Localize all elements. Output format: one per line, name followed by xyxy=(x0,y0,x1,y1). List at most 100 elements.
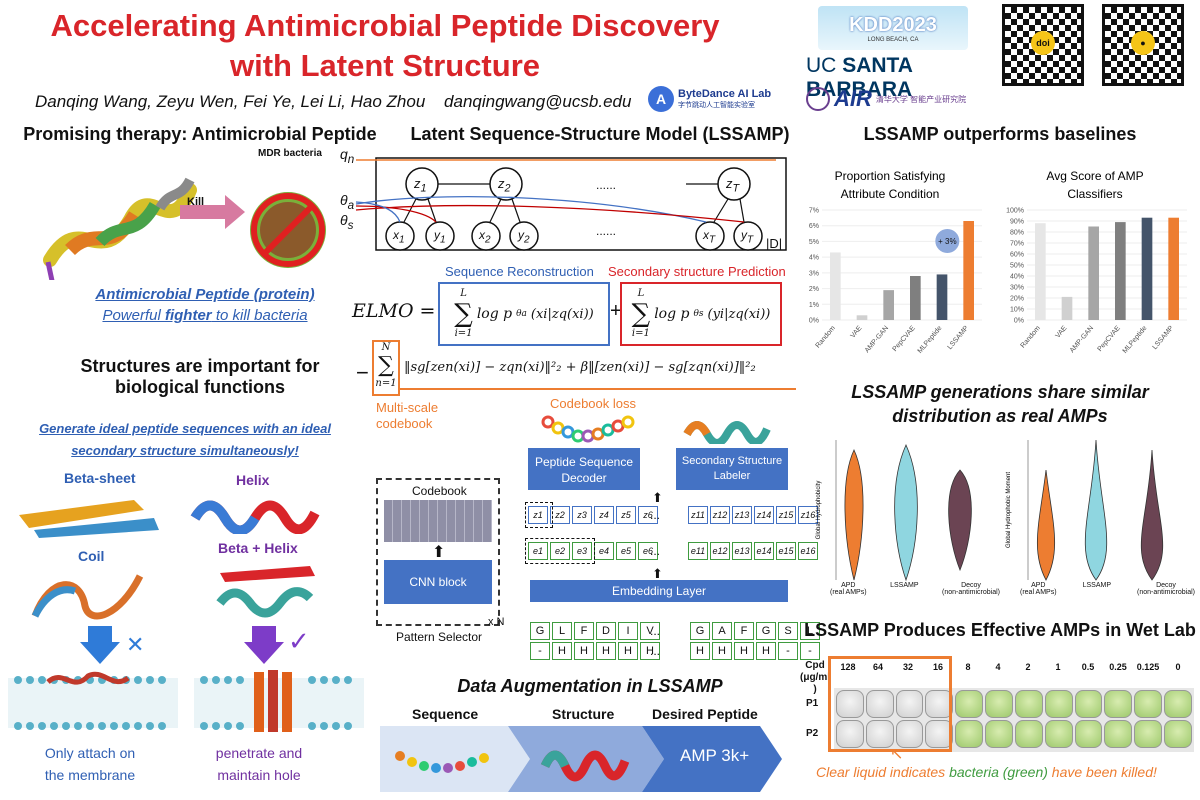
wet-lab-caption: Clear liquid indicates bacteria (green) … xyxy=(816,764,1157,780)
node-x1: x1 xyxy=(393,228,405,246)
coil-image xyxy=(31,574,144,620)
e-token: e14 xyxy=(754,542,774,560)
z-token: z3 xyxy=(572,506,592,524)
aug-structure-label: Structure xyxy=(552,706,615,722)
node-yT: yT xyxy=(741,228,754,246)
residue-cell: I xyxy=(618,622,638,640)
x-tick-label: AMP-GAN xyxy=(1069,325,1095,355)
e-window-frame xyxy=(525,538,595,564)
x-tick-label: VAE xyxy=(849,325,863,340)
check-icon: ✓ xyxy=(288,626,310,656)
structure-cell: H xyxy=(574,642,594,660)
bar-chart-proportion: Proportion Satisfying Attribute Conditio… xyxy=(809,169,982,355)
well-green xyxy=(1104,690,1133,718)
embedding-layer: Embedding Layer xyxy=(530,580,788,602)
y-tick-label: 1% xyxy=(809,302,819,309)
y-tick-label: 6% xyxy=(809,223,819,230)
z-token: z1 xyxy=(528,506,548,524)
beta-helix-image xyxy=(216,566,315,618)
sequence-right: G A F G S L H H H H - - xyxy=(690,622,820,660)
z-token: z4 xyxy=(594,506,614,524)
bar xyxy=(856,315,868,320)
annotation-label: + 3% xyxy=(938,237,956,246)
doi-icon: doi xyxy=(1031,31,1055,55)
y-tick-label: 3% xyxy=(809,270,819,277)
wells-grid xyxy=(834,688,1194,752)
y-tick-label: 5% xyxy=(809,239,819,246)
y-tick-label: 0% xyxy=(809,318,819,325)
codebook-loss-expression: ‖sg[zen(xi)] − zqn(xi)‖²₂ + β‖[zen(xi)] … xyxy=(404,360,756,375)
y-tick-label: 10% xyxy=(1010,307,1024,314)
well-green xyxy=(1044,690,1073,718)
node-zT: zT xyxy=(726,176,740,195)
concentration-cell: 2 xyxy=(1025,662,1031,672)
e-token: e16 xyxy=(798,542,818,560)
qr-code-doi[interactable]: doi xyxy=(1002,4,1084,86)
x-tick-label: PepCVAE xyxy=(1097,325,1123,353)
bar xyxy=(1168,217,1179,320)
y-tick-label: 90% xyxy=(1010,219,1024,226)
node-y1: y1 xyxy=(434,228,446,246)
bar xyxy=(936,274,948,320)
author-email[interactable]: danqingwang@ucsb.edu xyxy=(444,92,632,111)
structure-cell: H xyxy=(734,642,754,660)
e-token: e6 xyxy=(638,542,658,560)
theta-a-label: θa xyxy=(340,192,355,212)
e-tokens-right: e11 e12 e13 e14 e15 e16 xyxy=(688,542,818,560)
chart-title-line2: Classifiers xyxy=(1067,187,1122,201)
section-heading-distribution: LSSAMP generations share similar distrib… xyxy=(851,382,1149,426)
mdr-bacteria-label: MDR bacteria xyxy=(258,148,322,159)
residue-cell: L xyxy=(800,622,820,640)
violin2-categories: APD(real AMPs) LSSAMP Decoy(non-antimicr… xyxy=(1020,582,1195,596)
violin-hydrophobicity: Global Hydrophobicity xyxy=(816,440,972,582)
concentration-cell: 8 xyxy=(965,662,971,672)
elmo-label: ELMO = xyxy=(352,300,436,322)
bar xyxy=(1115,222,1126,320)
graphical-model xyxy=(355,157,787,251)
qr-code-github[interactable]: ● xyxy=(1102,4,1184,86)
well-green xyxy=(1044,720,1073,748)
structure-cell: - xyxy=(778,642,798,660)
membrane-penetrate-image xyxy=(194,670,364,732)
helix-image xyxy=(190,500,320,534)
node-y2: y2 xyxy=(518,228,530,246)
z-window-frame xyxy=(525,502,553,528)
down-arrow-blue-icon xyxy=(80,626,120,664)
e-token: e15 xyxy=(776,542,796,560)
pointer-arrow-icon: ↖ xyxy=(890,746,904,763)
residue-cell: G xyxy=(530,622,550,640)
z-token: z14 xyxy=(754,506,774,524)
poster-title: Accelerating Antimicrobial Peptide Disco… xyxy=(50,8,720,83)
violin-ylabel: Global Hydrophobicity xyxy=(816,481,822,540)
beta-helix-label: Beta + Helix xyxy=(218,540,298,556)
y-tick-label: 20% xyxy=(1010,296,1024,303)
z-token: z11 xyxy=(688,506,708,524)
section-heading-augmentation: Data Augmentation in LSSAMP xyxy=(457,676,723,696)
qn-label: qn xyxy=(340,146,355,166)
violin1-categories: APD(real AMPs) LSSAMP Decoy(non-antimicr… xyxy=(830,582,1000,596)
peptide-beads-image xyxy=(541,415,635,443)
node-z2: z2 xyxy=(498,176,511,195)
structure-cell: H xyxy=(712,642,732,660)
kill-label: Kill xyxy=(187,196,205,208)
z-token: z15 xyxy=(776,506,796,524)
chart-title-line2: Attribute Condition xyxy=(841,187,940,201)
well-clear xyxy=(925,720,954,748)
well-green xyxy=(955,720,984,748)
pattern-selector-frame xyxy=(376,478,500,626)
y-tick-label: 4% xyxy=(809,255,819,262)
y-tick-label: 80% xyxy=(1010,230,1024,237)
well-green xyxy=(1134,690,1163,718)
well-green xyxy=(1104,720,1133,748)
y-tick-label: 100% xyxy=(1006,208,1024,215)
residue-cell: F xyxy=(734,622,754,640)
residue-cell: L xyxy=(552,622,572,640)
well-green xyxy=(985,690,1013,718)
concentration-cell: 0 xyxy=(1175,662,1181,672)
row-label-p1: P1 xyxy=(806,698,819,709)
theta-s-label: θs xyxy=(340,212,354,232)
